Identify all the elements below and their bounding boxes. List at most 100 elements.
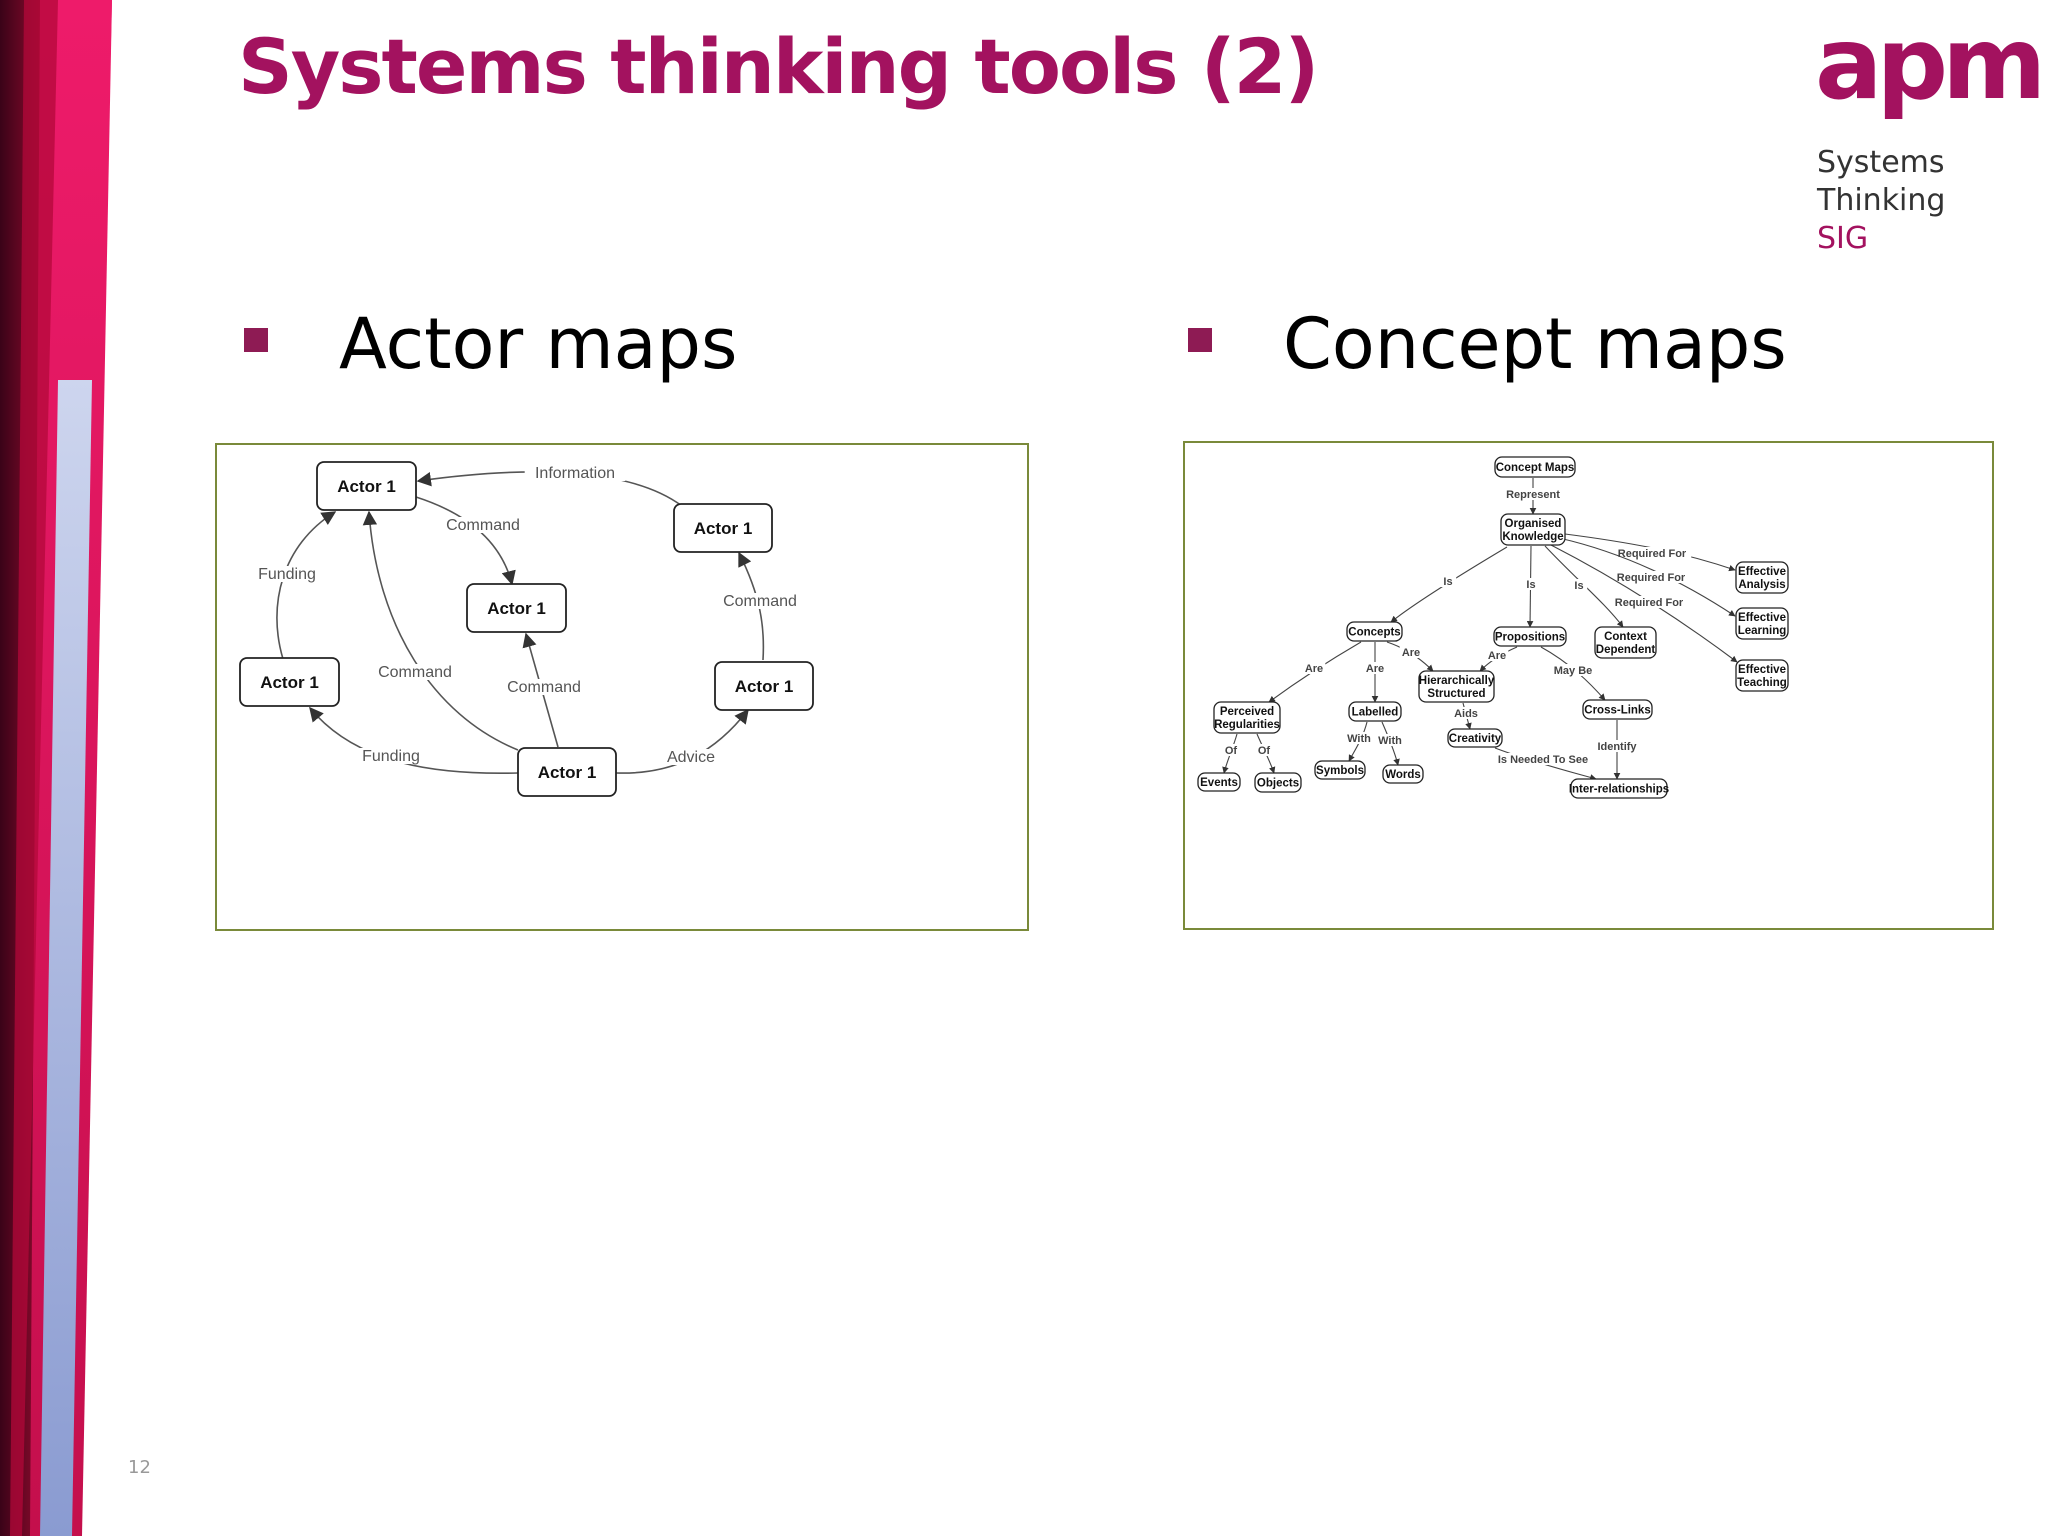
actor-node-top-right <box>673 503 773 553</box>
concept-node-eff-teaching <box>1735 659 1789 692</box>
actor-edge-label-bg <box>726 593 794 609</box>
actor-edge-label-bg <box>253 566 321 582</box>
actor-edge-command-1 <box>415 496 516 586</box>
actor-edge-label-bg <box>449 517 517 533</box>
actor-edge-label: Advice <box>667 749 715 766</box>
concept-node-line: Hierarchically <box>1419 675 1495 687</box>
actor-node-center <box>466 583 567 633</box>
actor-edge-funding-1 <box>276 511 337 660</box>
actor-edge-label-bg <box>510 679 578 695</box>
actor-edge-label-bg <box>381 664 449 680</box>
concept-node-objects <box>1254 772 1302 793</box>
concept-link-label-bg <box>1485 649 1509 661</box>
concept-node-line: Perceived <box>1220 706 1274 718</box>
concept-link-label: Required For <box>1617 572 1686 584</box>
actor-node-label: Actor 1 <box>538 763 597 782</box>
concept-node-line: Regularities <box>1214 719 1280 731</box>
actor-node-label: Actor 1 <box>694 519 753 538</box>
concept-node-line: Effective <box>1738 566 1786 578</box>
concept-node-line: Analysis <box>1738 579 1785 591</box>
concept-link-label-bg <box>1255 744 1273 756</box>
concept-node-concepts <box>1346 621 1403 642</box>
actor-node-label: Actor 1 <box>337 477 396 496</box>
concept-node-line: Concept Maps <box>1496 462 1575 474</box>
actor-node-left <box>239 657 340 707</box>
concept-node-label: Inter-relationships <box>1569 784 1669 796</box>
concept-link-label-bg <box>1522 578 1540 590</box>
concept-link-label: Are <box>1402 647 1420 659</box>
concept-node-interrel <box>1570 778 1668 799</box>
concept-node-organised <box>1500 513 1566 546</box>
concept-node-line: Organised <box>1505 518 1562 530</box>
concept-node-creativity <box>1447 728 1503 748</box>
concept-link-label: Of <box>1258 745 1271 757</box>
concept-link-label-bg <box>1375 734 1405 746</box>
concept-node-symbols <box>1314 760 1366 780</box>
concept-node-words <box>1382 764 1424 784</box>
concept-node-line: Knowledge <box>1502 531 1563 543</box>
actor-node-top-left <box>316 461 417 511</box>
concept-node-context <box>1594 626 1657 659</box>
concept-node-eff-learning <box>1735 607 1789 640</box>
concept-node-line: Effective <box>1738 664 1786 676</box>
logo-wordmark: apm <box>1815 5 2046 122</box>
bullet-text: Actor maps <box>339 303 738 385</box>
concept-link-label-bg <box>1612 547 1692 559</box>
actor-edge-label-bg <box>524 465 626 481</box>
bullet-text: Concept maps <box>1283 303 1787 385</box>
concept-node-label: Labelled <box>1352 707 1399 719</box>
concept-link-needed <box>1494 747 1597 781</box>
actor-edge-label-bg <box>357 748 425 764</box>
concept-node-line: Propositions <box>1495 632 1565 644</box>
logo-line-2: Thinking <box>1817 183 1946 218</box>
concept-link-req-2 <box>1558 537 1736 617</box>
concept-node-eff-analysis <box>1735 561 1789 594</box>
concept-node-line: Effective <box>1738 612 1786 624</box>
actor-edge-label: Command <box>507 679 581 696</box>
concept-node-hierarchical <box>1418 670 1495 703</box>
concept-link-label: May Be <box>1554 665 1593 677</box>
concept-link-label: Is <box>1526 579 1535 591</box>
concept-node-line: Objects <box>1257 778 1299 790</box>
actor-node-right <box>714 661 814 711</box>
actor-edge-label: Command <box>723 593 797 610</box>
actor-edge-label-bg <box>662 749 720 765</box>
concept-link-label: Is Needed To See <box>1498 754 1588 766</box>
decorative-left-bar <box>0 0 112 1536</box>
concept-link-label-bg <box>1302 662 1326 674</box>
concept-node-line: Concepts <box>1348 627 1400 639</box>
concept-node-label: Concepts <box>1348 627 1400 639</box>
actor-map-svg: InformationCommandFundingCommandCommandC… <box>239 461 814 797</box>
concept-link-label: Represent <box>1506 489 1560 501</box>
concept-node-line: Symbols <box>1316 765 1364 777</box>
concept-link-label: Identify <box>1597 741 1637 753</box>
actor-node-label: Actor 1 <box>487 599 546 618</box>
actor-edge-label: Funding <box>362 748 420 765</box>
bullet-square-icon <box>1188 328 1212 352</box>
concept-node-label: Cross-Links <box>1584 705 1650 717</box>
concept-node-line: Words <box>1385 769 1421 781</box>
concept-link-label: With <box>1347 733 1371 745</box>
concept-link-label-bg <box>1611 571 1691 583</box>
concept-node-label: Propositions <box>1495 632 1565 644</box>
actor-edge-command-4 <box>738 551 765 661</box>
concept-link-label-bg <box>1451 707 1481 719</box>
concept-node-label: Concept Maps <box>1496 462 1575 474</box>
actor-edge-command-2 <box>362 510 519 751</box>
concept-link-label-bg <box>1222 744 1240 756</box>
concept-link-label-bg <box>1399 646 1423 658</box>
concept-link-label: Are <box>1488 650 1506 662</box>
actor-edge-label: Funding <box>258 566 316 583</box>
concept-link-label: Required For <box>1618 548 1687 560</box>
actor-node-bottom <box>517 747 617 797</box>
concept-node-crosslinks <box>1582 699 1653 720</box>
concept-node-line: Cross-Links <box>1584 705 1650 717</box>
actor-node-label: Actor 1 <box>260 673 319 692</box>
concept-node-label: Words <box>1385 769 1421 781</box>
actor-node-label: Actor 1 <box>735 677 794 696</box>
